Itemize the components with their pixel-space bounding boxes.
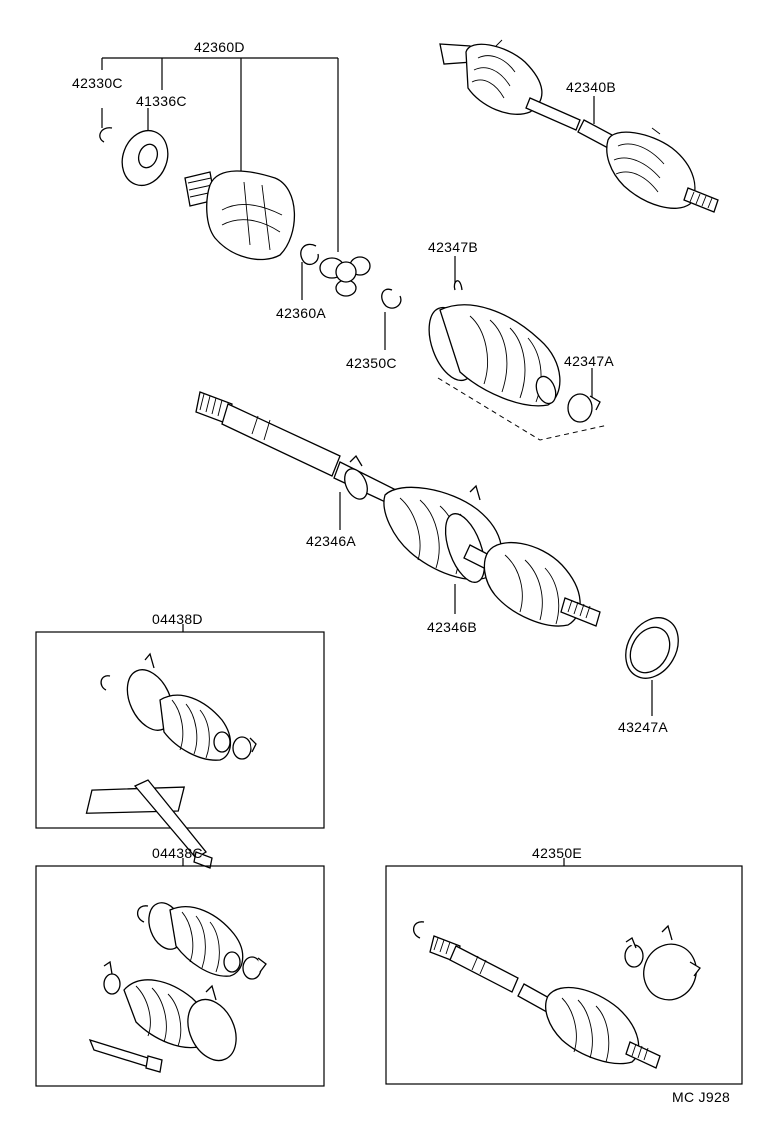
label-43247A: 43247A (618, 719, 668, 735)
label-42340B: 42340B (566, 79, 616, 95)
kit-boundary-42347 (437, 377, 609, 441)
tripod-42360D (319, 256, 371, 297)
clamp-42346A (339, 454, 368, 530)
label-42350E: 42350E (532, 845, 582, 861)
boot-42346B (383, 484, 503, 614)
label-04438C: 04438C (152, 845, 203, 861)
washer-41336C (121, 129, 169, 187)
outer-cv-joint (463, 541, 601, 627)
joint-housing-42360D (184, 170, 296, 261)
label-42347A: 42347A (564, 353, 614, 369)
label-04438D: 04438D (152, 611, 203, 627)
label-41336C: 41336C (136, 93, 187, 109)
intermediate-shaft (195, 391, 401, 507)
boot-kit-04438D (85, 652, 257, 869)
label-42360D: 42360D (194, 39, 245, 55)
snap-ring-42360A (300, 243, 319, 266)
label-42346A: 42346A (306, 533, 356, 549)
drive-shaft-42340B (439, 39, 719, 213)
label-42346B: 42346B (427, 619, 477, 635)
label-42360A: 42360A (276, 305, 326, 321)
label-42347B: 42347B (428, 239, 478, 255)
label-42350C: 42350C (346, 355, 397, 371)
label-42330C: 42330C (72, 75, 123, 91)
boot-kit-04438C (88, 902, 267, 1073)
seal-43247A (625, 617, 679, 716)
group-42360D (99, 57, 402, 350)
snap-ring-42330C (99, 127, 113, 143)
clamp-42347A (567, 368, 601, 423)
figure-code: MC J928 (672, 1089, 730, 1105)
boot-42347B (428, 256, 561, 407)
snap-ring-42350C (381, 288, 402, 309)
shaft-kit-42350E (413, 921, 701, 1069)
kit-box-04438C (35, 865, 325, 1087)
